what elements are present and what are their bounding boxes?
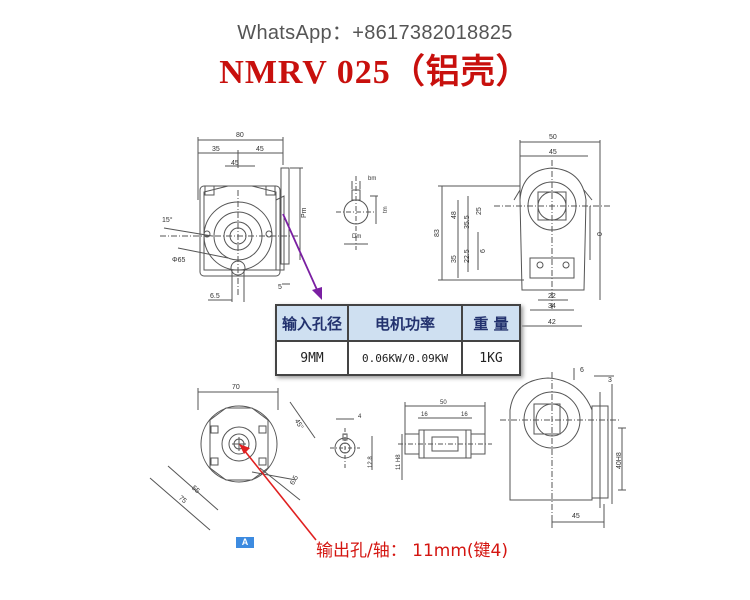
dim-front-80: 80 bbox=[236, 132, 244, 139]
dim-bore-bm: bm bbox=[368, 176, 376, 182]
dim-front-15deg: 15° bbox=[162, 216, 173, 224]
dim-side-22p5: 22.5 bbox=[464, 249, 471, 263]
cell-weight: 1KG bbox=[479, 350, 503, 366]
dim-side-35p5: 35.5 bbox=[464, 215, 471, 229]
dim-side-35: 35 bbox=[451, 255, 458, 263]
dim-flange-75: 75 bbox=[177, 495, 188, 505]
spec-table: 输入孔径 电机功率 重 量 9MM 0.06KW/0.09KW 1KG bbox=[275, 304, 521, 376]
dim-front-phi65: Φ65 bbox=[172, 257, 185, 264]
cell-motor-power: 0.06KW/0.09KW bbox=[348, 341, 463, 375]
col-motor-power: 电机功率 bbox=[348, 305, 463, 342]
dim-shaft-16b: 16 bbox=[461, 412, 468, 418]
dim-front-35: 35 bbox=[212, 146, 220, 153]
dim-bore-tm: tm bbox=[383, 206, 389, 213]
dim-shaft-50: 50 bbox=[440, 400, 447, 406]
dim-rear-6: 6 bbox=[580, 367, 584, 374]
flange-view bbox=[149, 388, 316, 531]
dim-side-48: 48 bbox=[451, 211, 458, 219]
spec-table-header-row: 输入孔径 电机功率 重 量 bbox=[276, 305, 520, 342]
dim-front-5: 5 bbox=[278, 284, 282, 291]
rear-view bbox=[500, 368, 626, 528]
dim-side-45: 45 bbox=[549, 149, 557, 156]
dim-key-12p8: 12.8 bbox=[368, 456, 374, 468]
dim-key-4: 4 bbox=[358, 414, 362, 420]
front-view bbox=[160, 137, 303, 302]
dim-front-45b: 45 bbox=[256, 146, 264, 153]
key-detail bbox=[330, 418, 373, 470]
purple-leader-arrow bbox=[282, 213, 322, 300]
label-badge: A bbox=[236, 537, 254, 548]
dim-shaft-11h8: 11 H8 bbox=[396, 454, 402, 470]
dim-side-42: 42 bbox=[548, 319, 556, 326]
input-bore-detail bbox=[336, 176, 378, 250]
cell-input-bore: 9MM bbox=[276, 341, 349, 375]
col-weight: 重 量 bbox=[462, 305, 520, 342]
dim-side-25: 25 bbox=[476, 207, 483, 215]
spec-table-row: 9MM 0.06KW/0.09KW 1KG bbox=[276, 341, 520, 375]
dim-rear-3: 3 bbox=[608, 377, 612, 384]
dim-side-22: 22 bbox=[548, 293, 556, 300]
dim-rear-45: 45 bbox=[572, 513, 580, 520]
dim-flange-6p5: 6.5 bbox=[289, 474, 300, 486]
dim-flange-55: 55 bbox=[190, 485, 201, 495]
dim-flange-45deg: 45° bbox=[293, 418, 305, 431]
dim-side-50: 50 bbox=[549, 134, 557, 141]
dim-bore-dm: Dm bbox=[352, 234, 361, 240]
dim-flange-70: 70 bbox=[232, 384, 240, 391]
page-title: NMRV 025（铝壳） bbox=[219, 54, 531, 91]
red-leader-arrow bbox=[239, 444, 317, 541]
output-shaft-note: 输出孔/轴： 11mm(键4) bbox=[316, 541, 508, 561]
dim-front-pm: Pm bbox=[301, 207, 308, 218]
dim-side-83: 83 bbox=[434, 229, 441, 237]
dim-side-0: 0 bbox=[597, 232, 604, 236]
col-input-bore: 输入孔径 bbox=[276, 305, 349, 342]
dim-rear-40h8: 40H8 bbox=[616, 452, 623, 469]
dim-shaft-16a: 16 bbox=[421, 412, 428, 418]
dim-side-6: 6 bbox=[480, 249, 487, 253]
output-shaft bbox=[398, 402, 492, 480]
dim-front-6p5: 6.5 bbox=[210, 293, 220, 300]
dim-side-34: 34 bbox=[548, 303, 556, 310]
whatsapp-contact: WhatsApp：+8617382018825 bbox=[237, 22, 513, 44]
dim-front-45a: 45 bbox=[231, 160, 239, 167]
side-view bbox=[438, 140, 612, 327]
